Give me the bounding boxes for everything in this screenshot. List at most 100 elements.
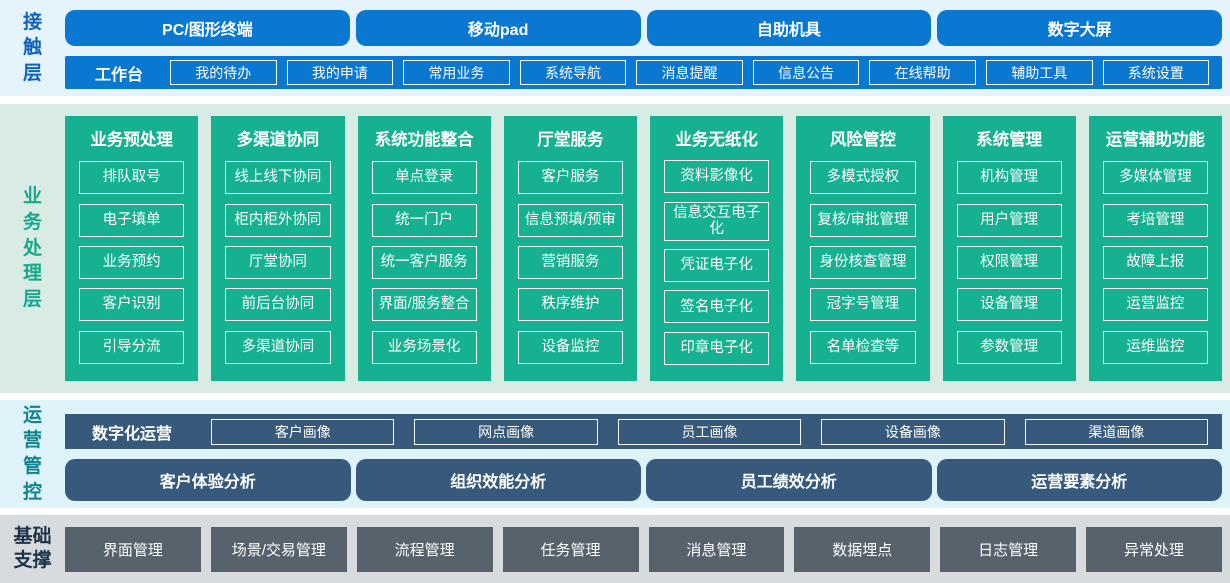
module-item: 故障上报 [1102,245,1208,279]
analysis-ops-elements: 运营要素分析 [936,459,1222,501]
module-item: 名单检查等 [810,330,916,364]
module-column-risk-control: 风险管控 多模式授权 复核/审批管理 身份核查管理 冠字号管理 名单检查等 [796,116,930,381]
business-layer-band: 业务处理层 业务预处理 排队取号 电子填单 业务预约 客户识别 引导分流 多渠道… [0,104,1230,393]
module-column-title: 系统功能整合 [374,131,474,149]
module-column-title: 系统管理 [976,131,1043,149]
ops-item-device-profile: 设备画像 [821,418,1005,445]
module-column-system-management: 系统管理 机构管理 用户管理 权限管理 设备管理 参数管理 [942,116,1076,381]
module-item: 多媒体管理 [1102,161,1208,195]
module-item: 签名电子化 [664,290,770,324]
module-item: 业务预约 [79,245,185,279]
contact-layer-gutter: 接触层 [0,0,65,96]
foundation-scene-transaction: 场景/交易管理 [210,526,347,572]
module-item: 机构管理 [956,161,1062,195]
module-column-title: 风险管控 [829,131,896,149]
module-column-title: 业务预处理 [90,131,173,149]
foundation-ui-management: 界面管理 [65,526,201,572]
terminal-row: PC/图形终端 移动pad 自助机具 数字大屏 [65,10,1222,46]
module-item: 考培管理 [1102,203,1208,237]
module-item: 前后台协同 [225,288,331,322]
module-column-title: 厅堂服务 [537,131,604,149]
module-column-title: 运营辅助功能 [1105,131,1205,149]
analysis-customer-experience: 客户体验分析 [65,459,351,501]
analysis-employee-performance: 员工绩效分析 [646,459,932,501]
module-item: 客户识别 [79,288,185,322]
module-item: 资料影像化 [664,160,770,194]
workbench-item-message-reminder: 消息提醒 [636,60,743,85]
terminal-pc: PC/图形终端 [65,10,350,46]
module-column-title: 多渠道协同 [236,131,320,149]
module-item: 统一门户 [371,203,477,237]
module-item: 单点登录 [371,161,477,195]
workbench-item-system-settings: 系统设置 [1102,60,1210,85]
module-item: 身份核查管理 [810,245,916,279]
module-item: 多模式授权 [810,161,916,195]
module-item: 设备监控 [517,330,623,364]
module-item: 营销服务 [517,245,623,279]
workbench-label: 工作台 [94,66,143,84]
module-item: 印章电子化 [664,331,770,365]
module-item: 用户管理 [956,203,1062,237]
module-item: 线上线下协同 [225,161,331,195]
foundation-data-tracking: 数据埋点 [794,526,931,572]
workbench-item-my-application: 我的申请 [286,60,394,85]
module-item: 复核/审批管理 [810,203,916,237]
contact-layer-band: 接触层 PC/图形终端 移动pad 自助机具 数字大屏 工作台 我的待办 我的申… [0,0,1230,96]
foundation-log-management: 日志管理 [940,526,1077,572]
module-item: 统一客户服务 [371,245,477,279]
business-layer-gutter: 业务处理层 [0,104,65,393]
module-item: 运维监控 [1102,330,1208,364]
business-layer-label: 业务处理层 [22,186,42,310]
digital-operations-label: 数字化运营 [91,425,172,443]
analysis-row: 客户体验分析 组织效能分析 员工绩效分析 运营要素分析 [65,459,1222,501]
business-columns: 业务预处理 排队取号 电子填单 业务预约 客户识别 引导分流 多渠道协同 线上线… [65,116,1222,381]
workbench-item-system-nav: 系统导航 [519,60,627,85]
module-item: 排队取号 [79,161,185,195]
foundation-process-management: 流程管理 [356,526,493,572]
module-column-title: 业务无纸化 [675,131,758,149]
module-item: 厅堂协同 [225,245,331,279]
digital-operations-bar: 数字化运营 客户画像 网点画像 员工画像 设备画像 渠道画像 [65,414,1222,449]
ops-item-employee-profile: 员工画像 [617,418,802,445]
operations-layer-gutter: 运营管控 [0,400,65,508]
ops-item-channel-profile: 渠道画像 [1024,418,1209,445]
foundation-layer-band: 基础支撑 界面管理 场景/交易管理 流程管理 任务管理 消息管理 数据埋点 日志… [0,515,1230,583]
module-item: 信息交互电子化 [664,201,770,241]
operations-layer-band: 运营管控 数字化运营 客户画像 网点画像 员工画像 设备画像 渠道画像 客户体验… [0,400,1230,508]
module-item: 秩序维护 [517,288,623,322]
module-item: 信息预填/预审 [517,203,623,237]
workbench-item-common-business: 常用业务 [403,60,510,85]
module-item: 凭证电子化 [664,249,770,283]
analysis-org-efficiency: 组织效能分析 [355,459,641,501]
foundation-message-management: 消息管理 [648,526,785,572]
terminal-digital-screen: 数字大屏 [937,10,1222,46]
workbench-bar: 工作台 我的待办 我的申请 常用业务 系统导航 消息提醒 信息公告 在线帮助 辅… [65,56,1222,89]
module-item: 界面/服务整合 [371,288,477,322]
contact-layer-label: 接触层 [22,11,42,84]
foundation-task-management: 任务管理 [502,526,639,572]
module-item: 柜内柜外协同 [225,203,331,237]
module-column-multichannel: 多渠道协同 线上线下协同 柜内柜外协同 厅堂协同 前后台协同 多渠道协同 [211,116,345,381]
module-item: 多渠道协同 [225,330,331,364]
module-item: 运营监控 [1102,288,1208,322]
foundation-exception-handling: 异常处理 [1086,526,1222,572]
module-item: 冠字号管理 [810,288,916,322]
module-item: 引导分流 [79,330,185,364]
terminal-mobile-pad: 移动pad [355,10,641,46]
workbench-item-my-todo: 我的待办 [170,60,277,85]
module-column-ops-auxiliary: 运营辅助功能 多媒体管理 考培管理 故障上报 运营监控 运维监控 [1088,116,1222,381]
module-item: 业务场景化 [371,330,477,364]
module-column-paperless: 业务无纸化 资料影像化 信息交互电子化 凭证电子化 签名电子化 印章电子化 [650,116,784,381]
module-item: 设备管理 [956,288,1062,322]
foundation-layer-label: 基础支撑 [13,526,52,571]
module-item: 参数管理 [956,330,1062,364]
module-item: 电子填单 [79,203,185,237]
workbench-item-info-bulletin: 信息公告 [752,60,860,85]
module-item: 客户服务 [517,161,623,195]
module-column-preprocessing: 业务预处理 排队取号 电子填单 业务预约 客户识别 引导分流 [65,116,199,381]
ops-item-customer-profile: 客户画像 [211,418,395,445]
workbench-item-online-help: 在线帮助 [869,60,976,85]
ops-item-branch-profile: 网点画像 [414,418,598,445]
operations-layer-label: 运营管控 [22,404,42,503]
module-item: 权限管理 [956,245,1062,279]
